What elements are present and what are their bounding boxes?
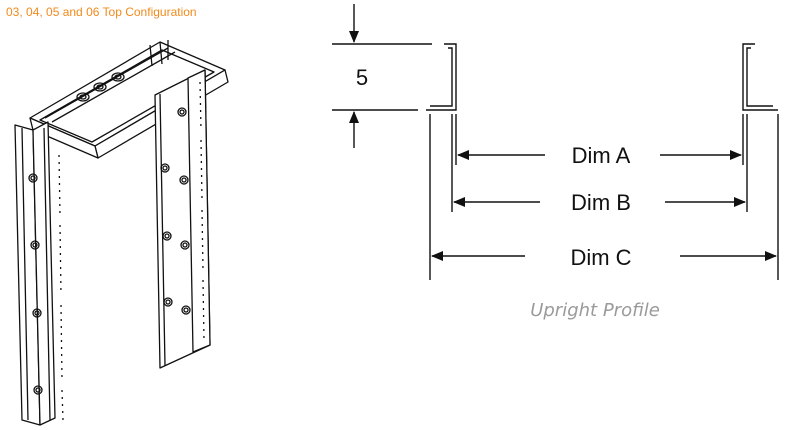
dim-a-label: Dim A — [572, 143, 631, 168]
rear-upright — [154, 69, 211, 369]
top-hole-1-icon — [76, 92, 90, 102]
extension-lines — [429, 114, 779, 280]
profile-caption: Upright Profile — [530, 300, 660, 321]
top-hole-3-icon — [111, 72, 125, 82]
right-profile-shape — [742, 43, 778, 111]
left-profile-shape — [426, 43, 457, 111]
page-title: 03, 04, 05 and 06 Top Configuration — [6, 5, 197, 19]
upright-profile-diagram — [332, 4, 779, 280]
left-front-upright — [14, 121, 64, 426]
dim-c-label: Dim C — [570, 245, 631, 270]
rack-illustration — [14, 40, 229, 426]
height-dimension — [332, 4, 432, 148]
dim-b-label: Dim B — [571, 190, 631, 215]
height-label: 5 — [356, 65, 368, 90]
top-hole-2-icon — [93, 82, 107, 92]
